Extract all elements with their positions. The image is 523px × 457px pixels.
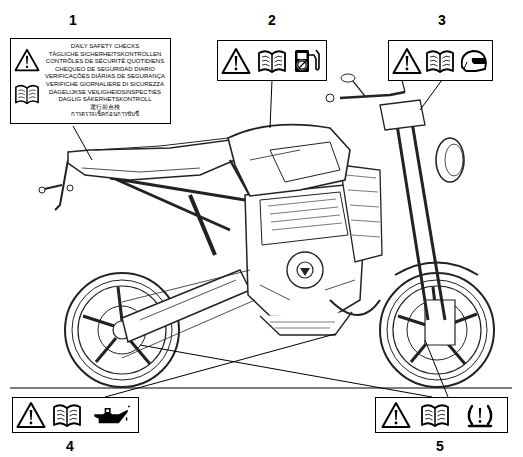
label-text: DAGLIG SÄKERHETSKONTROLL [45, 96, 165, 104]
label-text: DAGELIJKSE VEILIGHEIDSINSPECTIES [45, 89, 165, 97]
callout-number: 2 [260, 12, 284, 28]
callout-number: 1 [61, 12, 85, 28]
label-text: VERIFICAÇÕES DIÁRIAS DE SEGURANÇA [45, 73, 165, 81]
label-text: TÄGLICHE SICHERHEITSKONTROLLEN [45, 51, 165, 59]
warning-label-box: DAILY SAFETY CHECKSTÄGLICHE SICHERHEITSK… [10, 38, 171, 124]
callout-number: 3 [430, 12, 454, 28]
label-text: การตรวจเช็คก่อนการขับขี่ [45, 111, 165, 119]
label-text: DAILY SAFETY CHECKS [45, 43, 165, 51]
label-text: CHEQUEO DE SEGURIDAD DIARIO [45, 66, 165, 74]
callout-number: 4 [58, 438, 82, 454]
callout-number: 5 [428, 438, 452, 454]
label-text: VERIFICHE GIORNALIERE DI SICUREZZA [45, 81, 165, 89]
label-text: CONTRÔLES DE SÉCURITÉ QUOTIDIENS [45, 58, 165, 66]
label-text: 運行前点検 [45, 104, 165, 112]
